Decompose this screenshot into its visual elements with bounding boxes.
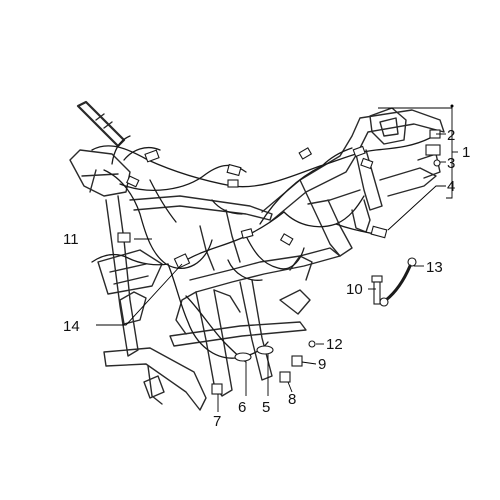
callout-14: 14 — [63, 318, 80, 335]
callout-11: 11 — [63, 231, 79, 248]
callout-4: 4 — [447, 178, 455, 195]
callout-2: 2 — [447, 127, 455, 144]
callout-8: 8 — [288, 391, 296, 408]
part-9 — [291, 355, 303, 367]
part-10-bolt — [371, 275, 383, 305]
callout-12: 12 — [326, 336, 343, 353]
callout-5: 5 — [262, 399, 270, 416]
part-7 — [211, 383, 223, 395]
callout-7: 7 — [213, 413, 221, 430]
callout-9: 9 — [318, 356, 326, 373]
callout-1: 1 — [462, 144, 470, 161]
callout-3: 3 — [447, 155, 455, 172]
part-5 — [256, 345, 274, 355]
part-13-strap — [379, 257, 417, 307]
connector-11 — [117, 232, 131, 243]
callout-6: 6 — [238, 399, 246, 416]
part-3-block — [425, 144, 441, 156]
part-3 — [433, 159, 441, 167]
leader-lines — [96, 104, 458, 412]
connectors — [117, 129, 441, 395]
callout-13: 13 — [426, 259, 443, 276]
part-6 — [234, 352, 252, 362]
callout-10: 10 — [346, 281, 363, 298]
part-8 — [279, 371, 291, 383]
callout-labels: 1 2 3 4 5 6 7 8 9 10 11 12 13 14 — [63, 127, 470, 430]
part-12 — [308, 340, 316, 348]
connector-14 — [173, 253, 191, 269]
